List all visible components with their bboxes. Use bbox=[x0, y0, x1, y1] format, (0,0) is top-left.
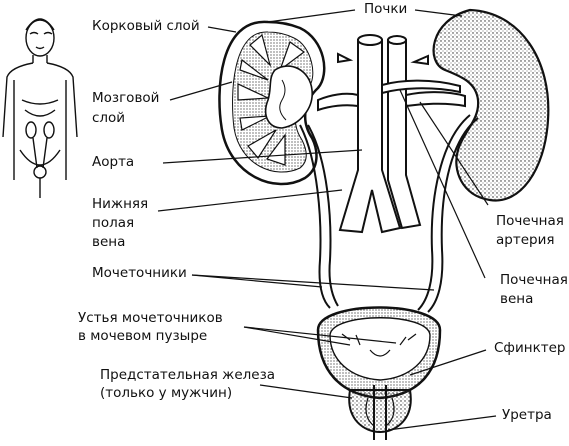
label-kidneys: Почки bbox=[364, 1, 408, 17]
right-kidney bbox=[432, 8, 550, 202]
label-prostate: Предстательная железа (только у мужчин) bbox=[100, 367, 275, 401]
label-aorta: Аорта bbox=[92, 154, 135, 170]
label-medulla: Мозговой слой bbox=[92, 90, 159, 126]
label-renal-vein-line1: Почечная bbox=[500, 272, 568, 288]
label-orifices-line2: в мочевом пузыре bbox=[78, 328, 208, 344]
label-medulla-line2: слой bbox=[92, 110, 126, 126]
label-renal-artery-line1: Почечная bbox=[496, 213, 564, 229]
label-ivc-line1: Нижняя bbox=[92, 196, 149, 212]
bladder bbox=[316, 306, 442, 400]
label-renal-artery: Почечная артерия bbox=[496, 213, 564, 248]
human-figure bbox=[2, 18, 78, 198]
label-renal-vein-line2: вена bbox=[500, 291, 534, 307]
leader-lines bbox=[157, 9, 497, 431]
ureters bbox=[299, 114, 479, 313]
label-prostate-line1: Предстательная железа bbox=[100, 367, 276, 383]
label-ivc-line3: вена bbox=[92, 234, 126, 250]
label-ivc-line2: полая bbox=[92, 215, 135, 231]
label-orifices-line1: Устья мочеточников bbox=[78, 310, 223, 326]
label-renal-vein: Почечная вена bbox=[500, 272, 568, 307]
label-ureteral-orifices: Устья мочеточников в мочевом пузыре bbox=[78, 310, 223, 344]
label-urethra: Уретра bbox=[502, 407, 552, 423]
label-ureters: Мочеточники bbox=[92, 265, 187, 281]
prostate-urethra bbox=[348, 385, 412, 440]
left-kidney-section bbox=[218, 20, 326, 186]
label-prostate-line2: (только у мужчин) bbox=[100, 385, 233, 401]
label-renal-artery-line2: артерия bbox=[496, 232, 555, 248]
label-cortex: Корковый слой bbox=[92, 18, 200, 34]
great-vessels bbox=[317, 34, 466, 234]
label-sphincter: Сфинктер bbox=[494, 340, 566, 356]
label-inferior-vena-cava: Нижняя полая вена bbox=[92, 196, 148, 250]
label-medulla-line1: Мозговой bbox=[92, 90, 160, 106]
